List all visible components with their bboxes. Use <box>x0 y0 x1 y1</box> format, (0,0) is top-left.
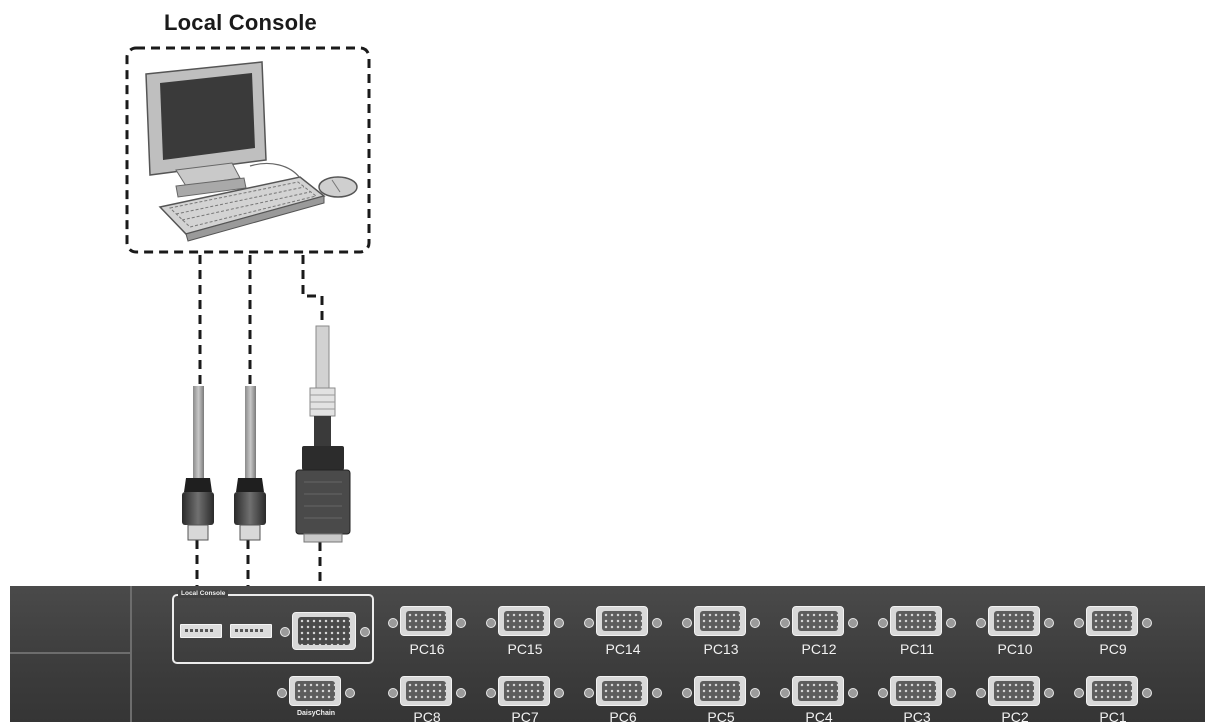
vga-port-icon[interactable] <box>878 676 956 706</box>
monitor-icon <box>145 61 267 198</box>
port-label-pc3: PC3 <box>903 709 931 725</box>
vga-port-icon[interactable] <box>280 612 370 650</box>
keyboard-icon <box>158 176 326 242</box>
vga-port-icon[interactable] <box>584 676 662 706</box>
vga-port-icon[interactable] <box>682 676 760 706</box>
port-label-pc16: PC16 <box>409 641 445 657</box>
port-label-pc11: PC11 <box>900 641 934 657</box>
usb-port-icon[interactable] <box>230 624 272 638</box>
daisy-chain-label: DaisyChain <box>296 710 336 717</box>
diagram-illustration <box>125 46 371 586</box>
vga-port-icon[interactable] <box>1074 606 1152 636</box>
port-label-pc10: PC10 <box>997 641 1033 657</box>
port-label-pc9: PC9 <box>1099 641 1127 657</box>
vga-plug-icon <box>295 325 351 543</box>
vga-port-icon[interactable] <box>388 676 466 706</box>
panel-divider <box>10 652 130 654</box>
panel-left-section <box>10 586 132 722</box>
port-label-pc1: PC1 <box>1099 709 1127 725</box>
local-console-title: Local Console <box>164 10 317 35</box>
usb-plug-icon <box>234 386 266 541</box>
usb-plug-icon <box>182 386 214 541</box>
vga-port-icon[interactable] <box>682 606 760 636</box>
mouse-icon <box>318 176 358 198</box>
vga-port-icon[interactable] <box>486 676 564 706</box>
port-label-pc12: PC12 <box>801 641 837 657</box>
vga-port-icon[interactable] <box>486 606 564 636</box>
local-console-port-group <box>172 594 374 664</box>
vga-port-icon[interactable] <box>780 606 858 636</box>
vga-port-icon[interactable] <box>780 676 858 706</box>
vga-port-icon[interactable] <box>388 606 466 636</box>
port-label-pc2: PC2 <box>1001 709 1029 725</box>
console-frame <box>125 46 371 254</box>
local-console-port-label: Local Console <box>178 590 229 598</box>
vga-port-icon[interactable] <box>1074 676 1152 706</box>
port-label-pc13: PC13 <box>703 641 739 657</box>
port-label-pc4: PC4 <box>805 709 833 725</box>
port-label-pc7: PC7 <box>511 709 539 725</box>
vga-port-icon[interactable] <box>976 606 1054 636</box>
connection-lines <box>195 255 324 586</box>
usb-port-icon[interactable] <box>180 624 222 638</box>
port-label-pc8: PC8 <box>413 709 441 725</box>
vga-port-icon[interactable] <box>584 606 662 636</box>
vga-port-icon[interactable] <box>277 676 355 706</box>
vga-port-icon[interactable] <box>878 606 956 636</box>
port-label-pc5: PC5 <box>707 709 735 725</box>
port-label-pc14: PC14 <box>605 641 641 657</box>
vga-port-icon[interactable] <box>976 676 1054 706</box>
port-label-pc6: PC6 <box>609 709 637 725</box>
port-label-pc15: PC15 <box>507 641 543 657</box>
